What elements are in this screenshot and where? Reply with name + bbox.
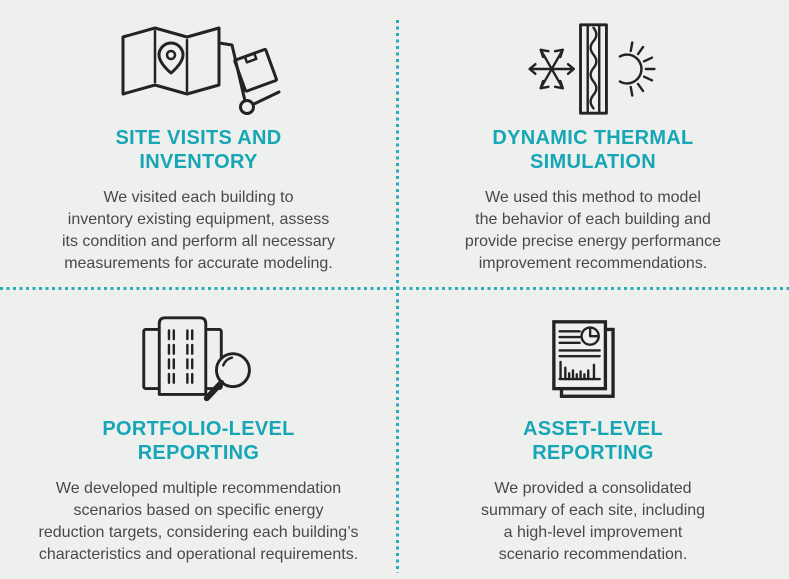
buildings-magnifier-icon [141, 316, 251, 402]
card-asset-reporting: ASSET-LEVEL REPORTING We provided a cons… [397, 289, 789, 579]
card-description: We developed multiple recommendation sce… [38, 480, 359, 563]
card-portfolio-reporting: PORTFOLIO-LEVEL REPORTING We developed m… [0, 289, 397, 579]
vertical-dotted-divider [396, 20, 399, 573]
card-title: PORTFOLIO-LEVEL REPORTING [102, 418, 295, 464]
icon-box [136, 316, 262, 403]
card-title: SITE VISITS AND INVENTORY [115, 127, 282, 173]
card-description: We visited each building to inventory ex… [61, 189, 336, 272]
icon-box [114, 22, 284, 116]
thermal-wall-icon [528, 23, 656, 115]
report-document-icon [552, 320, 615, 398]
card-description: We used this method to model the behavio… [464, 189, 722, 272]
card-site-visits: SITE VISITS AND INVENTORY We visited eac… [0, 0, 397, 289]
horizontal-dotted-divider [0, 287, 789, 290]
card-title: ASSET-LEVEL REPORTING [523, 418, 663, 464]
icon-box [523, 22, 663, 116]
map-inventory-icon [121, 26, 280, 115]
card-thermal-simulation: DYNAMIC THERMAL SIMULATION We used this … [397, 0, 789, 289]
card-description: We provided a consolidated summary of ea… [480, 480, 706, 563]
icon-box [540, 317, 646, 403]
card-title: DYNAMIC THERMAL SIMULATION [492, 127, 694, 173]
